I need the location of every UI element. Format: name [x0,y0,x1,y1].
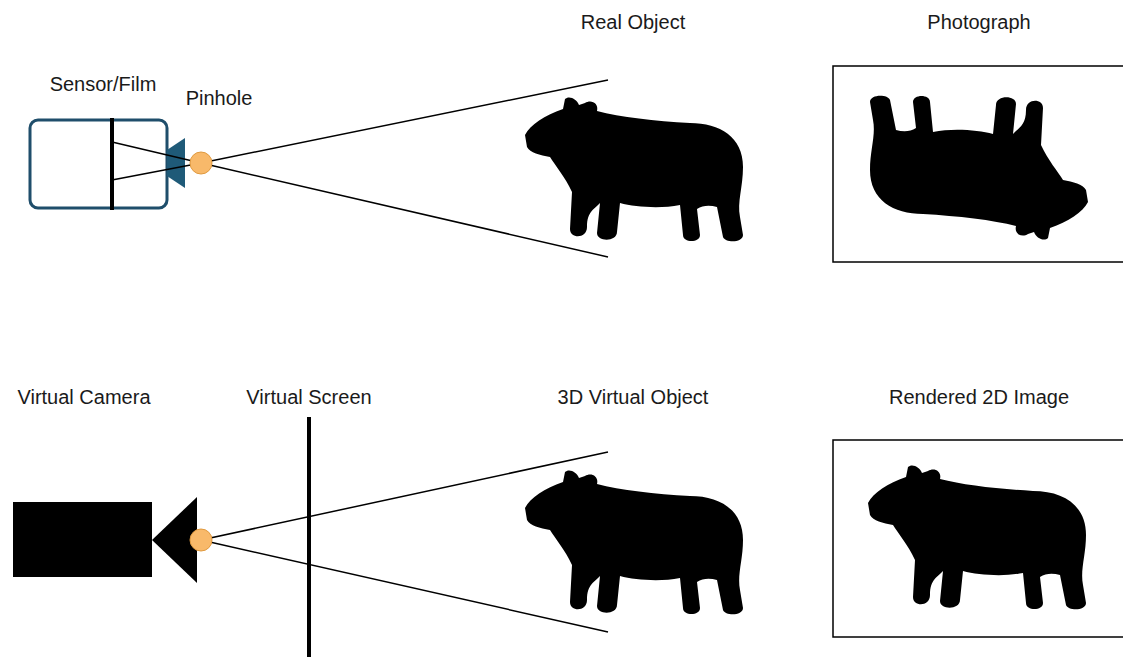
ray [201,163,608,257]
object-label: Real Object [581,10,686,34]
pinhole-label: Pinhole [186,86,253,110]
object-label: 3D Virtual Object [558,385,709,409]
virtual-screen [307,417,311,657]
inverted-bear [870,96,1088,240]
photo-label: Photograph [927,10,1030,34]
virtual-bear [525,470,743,614]
eye-point [190,529,212,551]
camera-body [30,120,167,208]
sensor-film [110,118,114,210]
ray [201,540,608,632]
sensor-label: Sensor/Film [50,72,157,96]
image-label: Rendered 2D Image [889,385,1069,409]
lens-housing [167,138,185,188]
render-frame [833,440,1123,637]
camera-label: Virtual Camera [17,385,150,409]
photo-frame [833,66,1123,262]
pinhole [190,152,212,174]
ray [112,163,201,180]
real-bear [525,97,743,241]
screen-label: Virtual Screen [246,385,371,409]
rendered-bear [868,465,1086,609]
ray [112,142,201,163]
virtual-camera-body [13,502,152,577]
